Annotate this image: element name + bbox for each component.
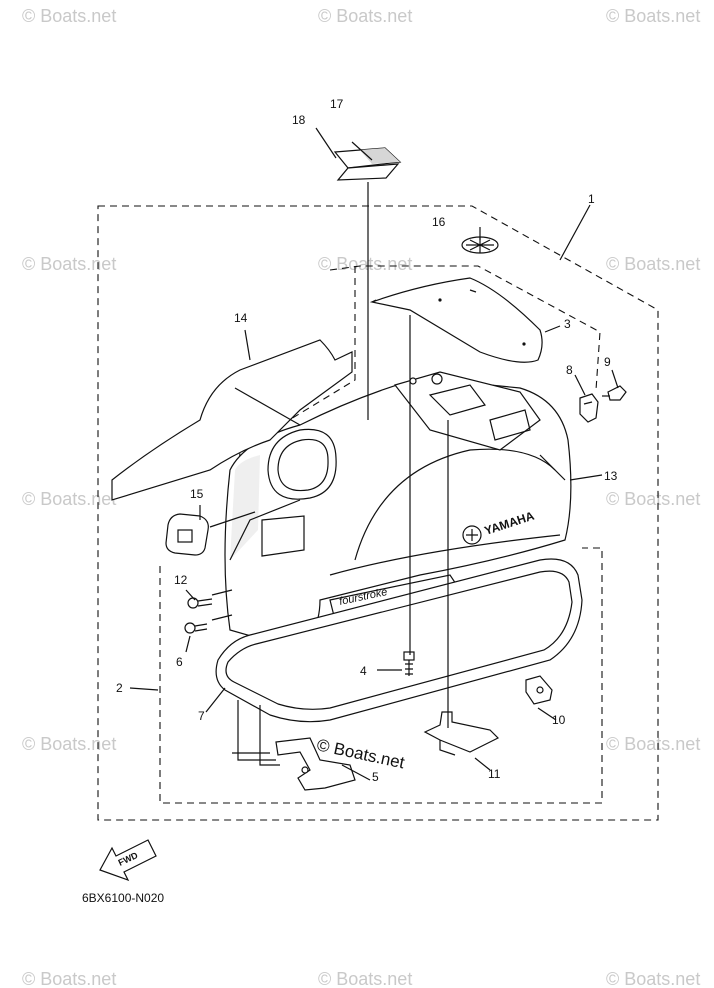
bracket-part-8	[579, 393, 599, 423]
callout-17: 17	[330, 97, 344, 111]
watermark: © Boats.net	[606, 734, 700, 754]
bracket-part-11	[423, 711, 500, 756]
callout-10: 10	[552, 713, 566, 727]
top-cowling-boundary	[329, 265, 601, 391]
watermark: © Boats.net	[606, 969, 700, 988]
callout-13: 13	[604, 469, 618, 483]
label-sticker-parts	[333, 147, 402, 181]
callout-9: 9	[604, 355, 611, 369]
callout-7: 7	[198, 709, 205, 723]
fwd-arrow-icon: FWD	[99, 839, 157, 882]
diagram-code: 6BX6100-N020	[82, 891, 164, 905]
clip-part-10	[525, 675, 553, 705]
bolt-part-4	[403, 651, 415, 676]
bolt-part-12	[187, 597, 213, 609]
assembly-boundary-outer	[97, 205, 659, 821]
watermark: © Boats.net	[606, 6, 700, 26]
callout-18: 18	[292, 113, 306, 127]
callout-3: 3	[564, 317, 571, 331]
cap-part	[461, 236, 499, 254]
bracket-part-5	[275, 737, 356, 791]
watermark: © Boats.net	[606, 489, 700, 509]
bottom-cowling-boundary	[159, 547, 603, 804]
screw-part-9	[602, 385, 627, 401]
plate-part	[165, 513, 209, 556]
callouts: 1 2 3 4 5 6 7 8 9 10 11 12 13 14 15 16 1…	[116, 97, 618, 784]
callout-1: 1	[588, 192, 595, 206]
watermark: © Boats.net	[22, 489, 116, 509]
leader-lines	[129, 127, 619, 781]
watermark: © Boats.net	[318, 254, 412, 274]
watermark: © Boats.net	[22, 254, 116, 274]
watermark: © Boats.net	[606, 254, 700, 274]
watermark: © Boats.net	[318, 6, 412, 26]
watermark: © Boats.net	[22, 734, 116, 754]
callout-4: 4	[360, 664, 367, 678]
callout-15: 15	[190, 487, 204, 501]
callout-6: 6	[176, 655, 183, 669]
callout-8: 8	[566, 363, 573, 377]
top-cowling-boundary-left	[234, 266, 356, 571]
callout-2: 2	[116, 681, 123, 695]
bottom-seal-part	[215, 558, 583, 723]
callout-5: 5	[372, 770, 379, 784]
watermark: © Boats.net	[22, 6, 116, 26]
watermark: © Boats.net	[22, 969, 116, 988]
callout-14: 14	[234, 311, 248, 325]
callout-16: 16	[432, 215, 446, 229]
top-lid-part	[369, 277, 543, 363]
side-decal-part	[111, 339, 353, 501]
watermark: © Boats.net	[318, 969, 412, 988]
callout-11: 11	[488, 767, 501, 781]
bolt-part-6	[184, 622, 208, 634]
callout-12: 12	[174, 573, 188, 587]
